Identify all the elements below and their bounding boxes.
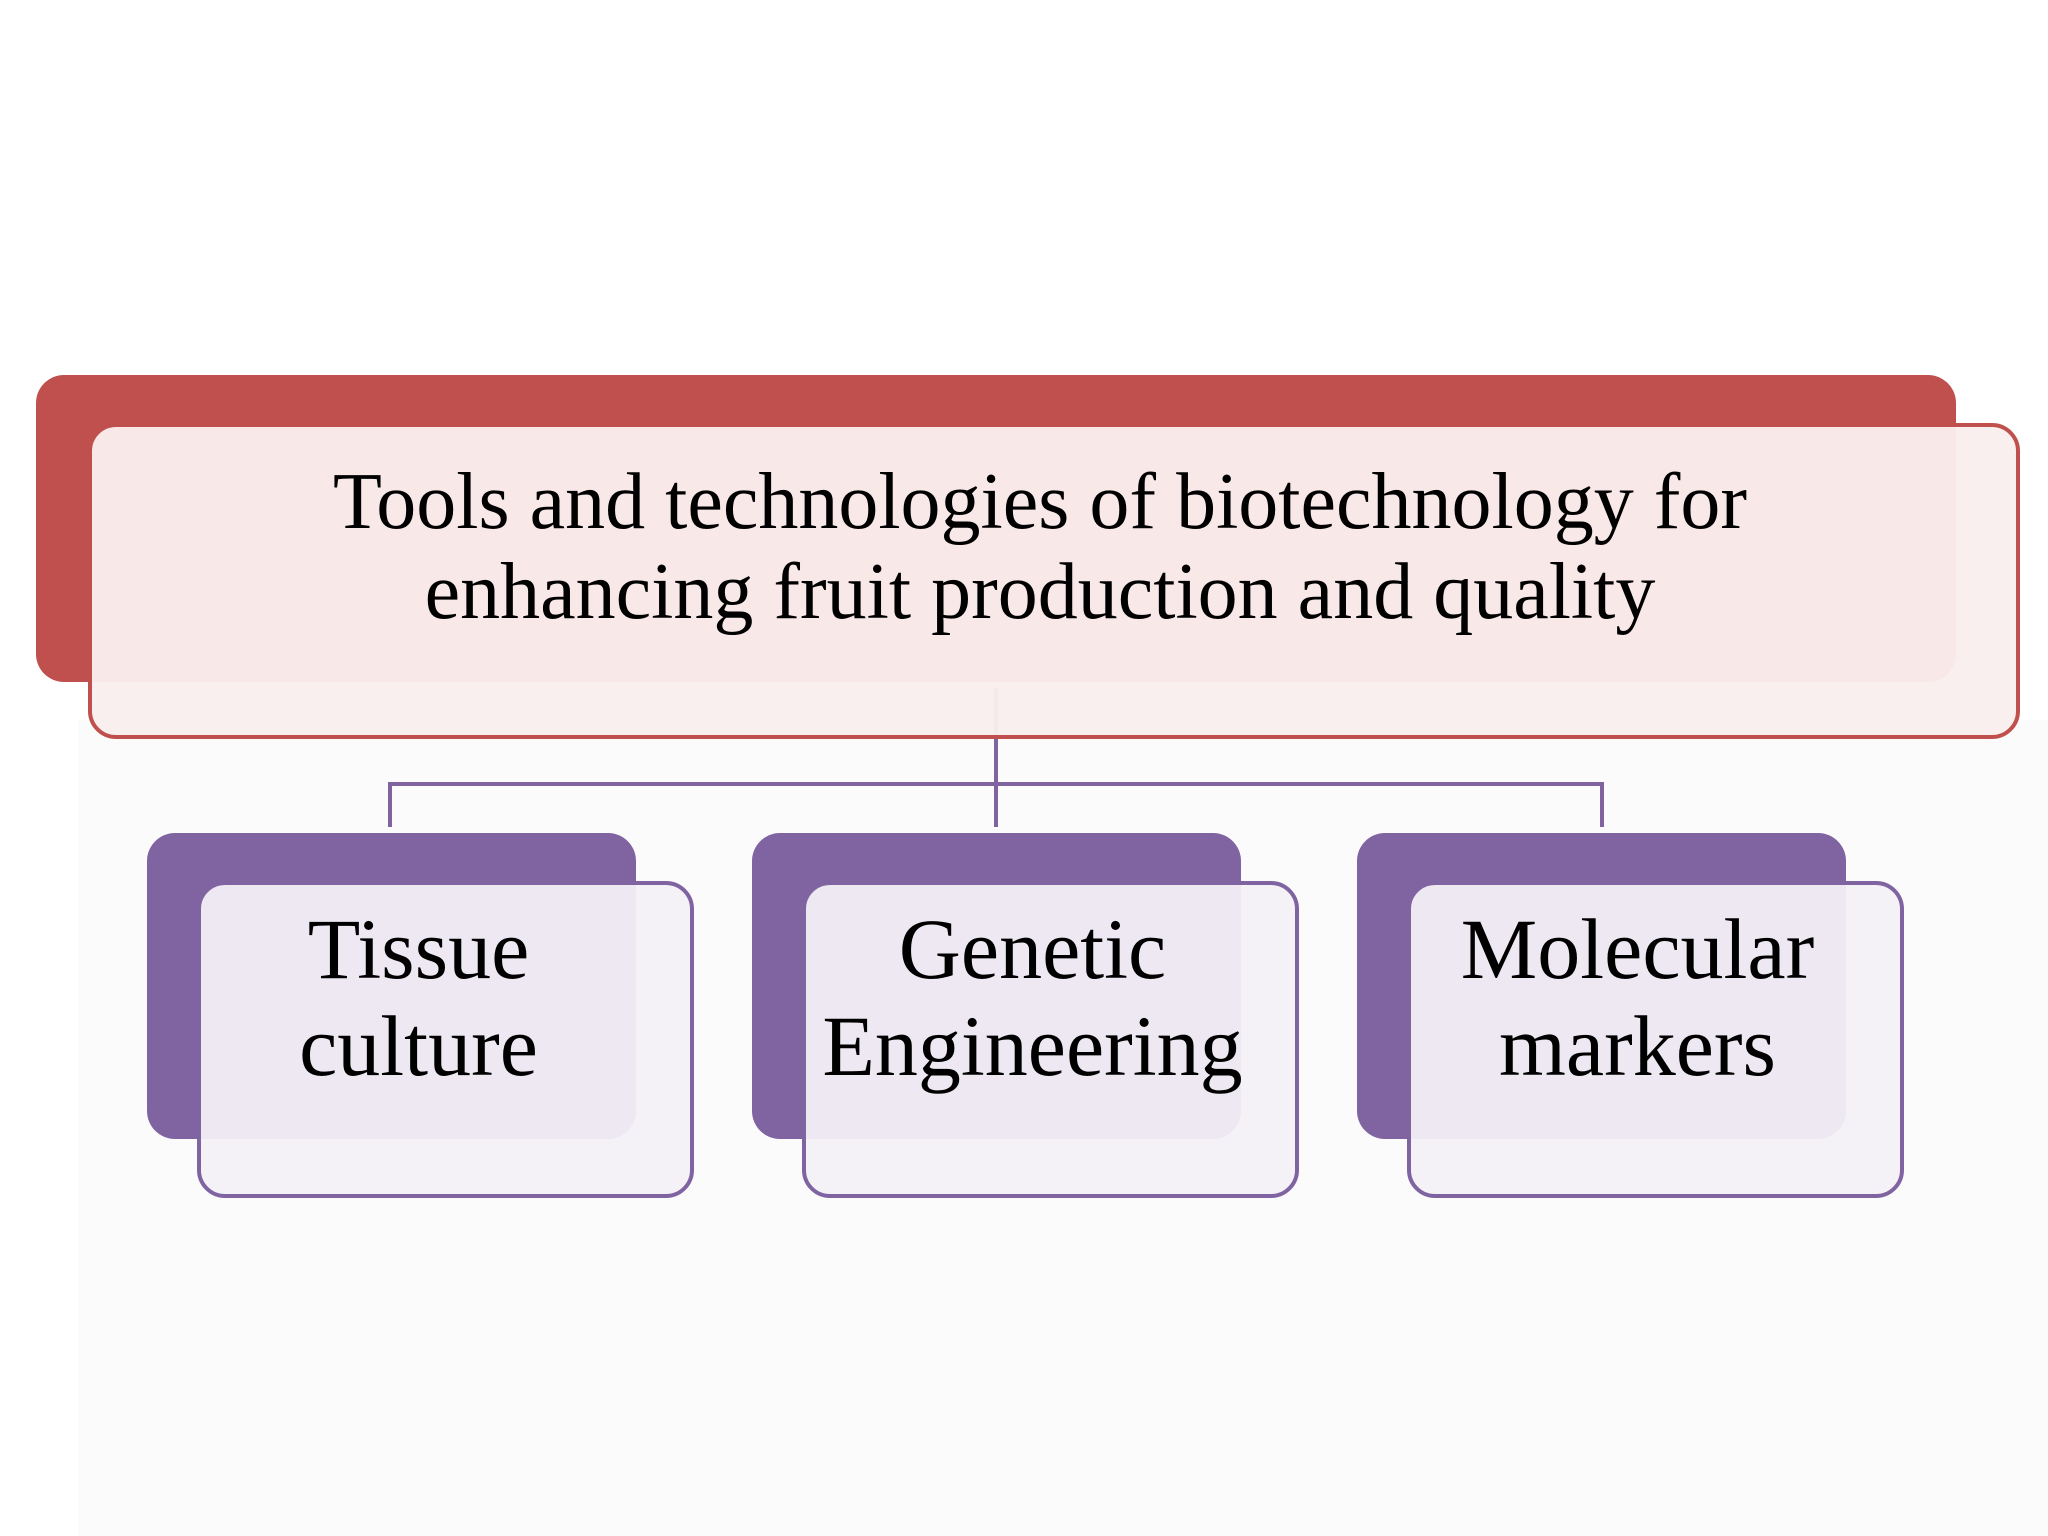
- child-node-label: Molecular markers: [1461, 901, 1814, 1094]
- child-node-line-2: markers: [1499, 997, 1776, 1094]
- root-node-line-2: enhancing fruit production and quality: [424, 548, 1656, 636]
- child-node-genetic-engineering: Genetic Engineering: [802, 881, 1299, 1198]
- root-node: Tools and technologies of biotechnology …: [88, 423, 2020, 739]
- child-node-tissue-culture: Tissue culture: [197, 881, 694, 1198]
- child-node-line-1: Genetic: [898, 901, 1167, 998]
- child-node-line-1: Molecular: [1460, 901, 1815, 998]
- child-node-line-2: culture: [299, 997, 538, 1094]
- child-node-line-1: Tissue: [307, 901, 530, 998]
- child-node-line-2: Engineering: [822, 997, 1243, 1094]
- child-node-label: Tissue culture: [299, 901, 538, 1094]
- child-node-molecular-markers: Molecular markers: [1407, 881, 1904, 1198]
- root-node-line-1: Tools and technologies of biotechnology …: [332, 458, 1748, 547]
- child-node-label: Genetic Engineering: [822, 901, 1242, 1094]
- root-node-label: Tools and technologies of biotechnology …: [333, 458, 1747, 637]
